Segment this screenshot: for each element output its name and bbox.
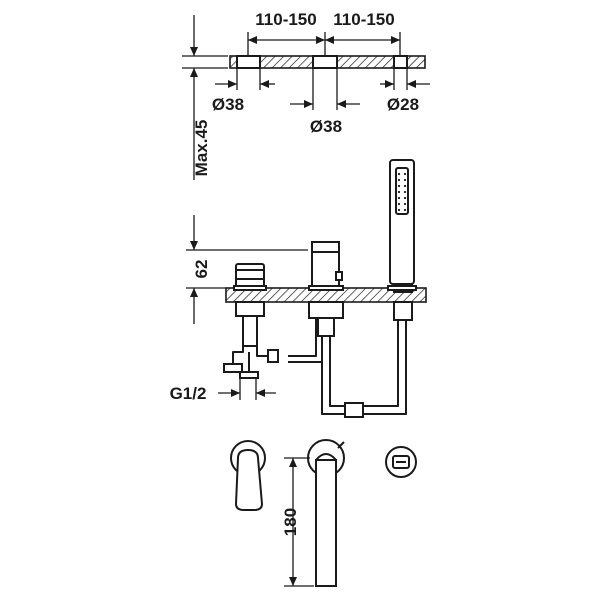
spacing-left-label: 110-150 [255, 10, 316, 29]
spout-stem [317, 317, 335, 337]
mixer-plan [230, 440, 266, 511]
hole-left-label: Ø38 [212, 95, 244, 114]
spacing-dimensions [247, 32, 401, 56]
hole-middle-label: Ø38 [310, 117, 342, 136]
deck-segment-4 [406, 55, 426, 69]
spout-plan-body [315, 459, 337, 587]
hole-right [393, 55, 408, 69]
under-deck-plumbing [223, 301, 413, 418]
hole-right-label: Ø28 [387, 95, 419, 114]
spout-length-dimension [284, 457, 314, 587]
inlet-thread-dimension [218, 378, 276, 400]
hole-left [236, 55, 261, 69]
deck-top-section [229, 55, 426, 69]
height-label: 62 [192, 260, 211, 279]
spout-front [311, 241, 343, 289]
spout-nut [308, 301, 344, 319]
inlet-right-fitting [267, 349, 279, 363]
mixer-front [235, 263, 265, 289]
inlet-left [223, 363, 243, 373]
inlet-thread-label: G1/2 [170, 384, 207, 403]
max-thickness-label: Max.45 [192, 120, 211, 177]
deck-segment-2 [259, 55, 314, 69]
hand-shower [389, 159, 415, 293]
spout-plan [307, 439, 345, 587]
holder-nut [393, 301, 413, 321]
spacing-right-label: 110-150 [333, 10, 394, 29]
deck-segment-3 [336, 55, 395, 69]
hole-diameter-arrows [215, 68, 430, 110]
deck-thickness-dimension [182, 15, 228, 180]
mixer-stem [242, 315, 258, 347]
hose-coupling [344, 402, 364, 418]
hole-middle [312, 55, 338, 69]
spout-body [311, 241, 340, 289]
holder-plan [385, 446, 417, 478]
spout-length-label: 180 [281, 508, 300, 536]
deck-cross-section [225, 285, 427, 303]
mixer-body [235, 263, 265, 289]
spout-aerator [335, 271, 343, 281]
mixer-lever-plan [234, 448, 264, 511]
mixer-nut [235, 301, 265, 317]
height-dimension [186, 215, 308, 324]
inlet-center [239, 371, 259, 379]
